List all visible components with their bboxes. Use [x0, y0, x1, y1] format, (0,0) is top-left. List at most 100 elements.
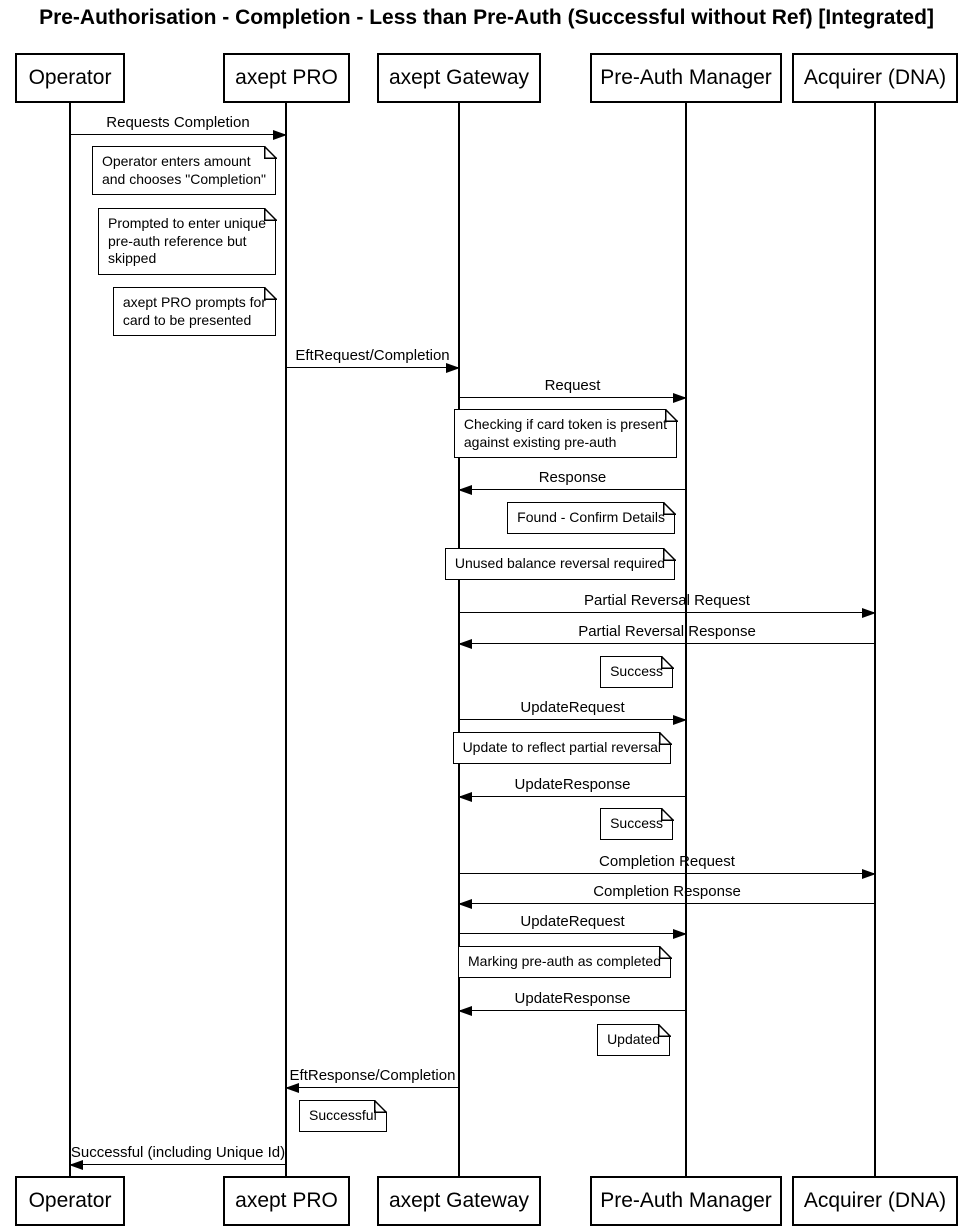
note-text: Updated	[607, 1031, 660, 1047]
diagram-title: Pre-Authorisation - Completion - Less th…	[39, 6, 934, 29]
lifeline-operator	[69, 102, 71, 1176]
message-response: Response	[458, 469, 686, 495]
note-text: Prompted to enter unique pre-auth refere…	[108, 215, 266, 266]
arrowhead-right-icon	[862, 869, 876, 879]
note-success-2: Success	[600, 807, 674, 840]
arrowhead-right-icon	[273, 130, 287, 140]
message-successful-including-unique-id: Successful (including Unique Id)	[69, 1144, 286, 1170]
note-fold-icon	[658, 945, 672, 959]
message-updaterequest-2: UpdateRequest	[459, 913, 687, 939]
message-label: UpdateRequest	[520, 699, 625, 716]
actor-label: Pre-Auth Manager	[600, 66, 772, 89]
actor-top-axept-pro: axept PRO	[223, 53, 350, 103]
message-partial-reversal-request: Partial Reversal Request	[459, 592, 876, 618]
actor-label: axept PRO	[235, 1189, 338, 1212]
note-text: Success	[610, 815, 663, 831]
lifeline-axept-pro	[285, 102, 287, 1176]
arrowhead-left-icon	[458, 792, 472, 802]
message-label: Completion Response	[593, 883, 741, 900]
note-update-partial-reversal: Update to reflect partial reversal	[452, 731, 672, 764]
message-label: Partial Reversal Request	[584, 592, 750, 609]
lifeline-acquirer-dna	[874, 102, 876, 1176]
note-checking-card-token: Checking if card token is present agains…	[453, 408, 678, 458]
message-label: Partial Reversal Response	[578, 623, 756, 640]
message-completion-request: Completion Request	[459, 853, 876, 879]
message-label: UpdateResponse	[514, 990, 631, 1007]
message-label: Successful (including Unique Id)	[70, 1144, 286, 1161]
note-fold-icon	[263, 145, 277, 159]
note-text: Successful	[309, 1107, 377, 1123]
message-completion-response: Completion Response	[458, 883, 875, 909]
actor-label: axept Gateway	[388, 66, 530, 89]
arrowhead-left-icon	[458, 1006, 472, 1016]
arrowhead-left-icon	[458, 899, 472, 909]
note-updated: Updated	[597, 1023, 671, 1056]
note-text: Operator enters amount and chooses "Comp…	[101, 153, 266, 187]
message-updateresponse-2: UpdateResponse	[458, 990, 686, 1016]
note-found-confirm-details: Found - Confirm Details	[507, 501, 676, 534]
actor-label: axept PRO	[235, 66, 338, 89]
note-success-1: Success	[600, 655, 674, 688]
note-fold-icon	[657, 1023, 671, 1037]
arrowhead-right-icon	[673, 929, 687, 939]
note-text: Checking if card token is present agains…	[463, 416, 667, 450]
actor-label: Operator	[28, 1189, 112, 1212]
message-request: Request	[459, 377, 687, 403]
note-fold-icon	[374, 1099, 388, 1113]
note-prompts-for-card: axept PRO prompts for card to be present…	[112, 286, 277, 336]
message-label: EftRequest/Completion	[295, 347, 450, 364]
actor-top-axept-gateway: axept Gateway	[377, 53, 541, 103]
message-label: Completion Request	[599, 853, 735, 870]
note-fold-icon	[660, 807, 674, 821]
message-label: EftResponse/Completion	[289, 1067, 456, 1084]
note-successful: Successful	[299, 1099, 388, 1132]
actor-bottom-operator: Operator	[15, 1176, 125, 1226]
note-prompted-unique-ref: Prompted to enter unique pre-auth refere…	[98, 207, 277, 275]
note-text: Unused balance reversal required	[454, 555, 665, 571]
note-fold-icon	[662, 547, 676, 561]
message-requests-completion: Requests Completion	[70, 114, 287, 140]
actor-bottom-axept-pro: axept PRO	[223, 1176, 350, 1226]
note-text: Success	[610, 663, 663, 679]
note-text: Marking pre-auth as completed	[468, 953, 661, 969]
actor-top-pre-auth-manager: Pre-Auth Manager	[590, 53, 782, 103]
actor-top-operator: Operator	[15, 53, 125, 103]
lifeline-pre-auth-manager	[685, 102, 687, 1176]
note-unused-balance-reversal: Unused balance reversal required	[444, 547, 676, 580]
message-label: UpdateRequest	[520, 913, 625, 930]
arrowhead-left-icon	[458, 639, 472, 649]
note-fold-icon	[658, 731, 672, 745]
note-fold-icon	[660, 655, 674, 669]
note-text: Update to reflect partial reversal	[462, 739, 661, 755]
actor-label: Acquirer (DNA)	[803, 1189, 947, 1212]
actor-top-acquirer-dna: Acquirer (DNA)	[792, 53, 958, 103]
note-text: Found - Confirm Details	[517, 509, 665, 525]
message-updateresponse-1: UpdateResponse	[458, 776, 686, 802]
arrowhead-left-icon	[285, 1083, 299, 1093]
message-label: Request	[544, 377, 601, 394]
message-label: UpdateResponse	[514, 776, 631, 793]
arrowhead-right-icon	[446, 363, 460, 373]
actor-bottom-pre-auth-manager: Pre-Auth Manager	[590, 1176, 782, 1226]
message-eftrequest-completion: EftRequest/Completion	[286, 347, 460, 373]
note-text: axept PRO prompts for card to be present…	[122, 294, 266, 328]
actor-label: axept Gateway	[388, 1189, 530, 1212]
arrowhead-left-icon	[69, 1160, 83, 1170]
note-fold-icon	[664, 408, 678, 422]
arrowhead-right-icon	[862, 608, 876, 618]
actor-label: Operator	[28, 66, 112, 89]
note-marking-preauth-completed: Marking pre-auth as completed	[458, 945, 672, 978]
note-fold-icon	[662, 501, 676, 515]
actor-bottom-axept-gateway: axept Gateway	[377, 1176, 541, 1226]
note-fold-icon	[263, 286, 277, 300]
actor-label: Acquirer (DNA)	[803, 66, 947, 89]
arrowhead-left-icon	[458, 485, 472, 495]
message-label: Requests Completion	[106, 114, 250, 131]
note-fold-icon	[263, 207, 277, 221]
actor-label: Pre-Auth Manager	[600, 1189, 772, 1212]
message-updaterequest-1: UpdateRequest	[459, 699, 687, 725]
arrowhead-right-icon	[673, 393, 687, 403]
message-partial-reversal-response: Partial Reversal Response	[458, 623, 875, 649]
arrowhead-right-icon	[673, 715, 687, 725]
